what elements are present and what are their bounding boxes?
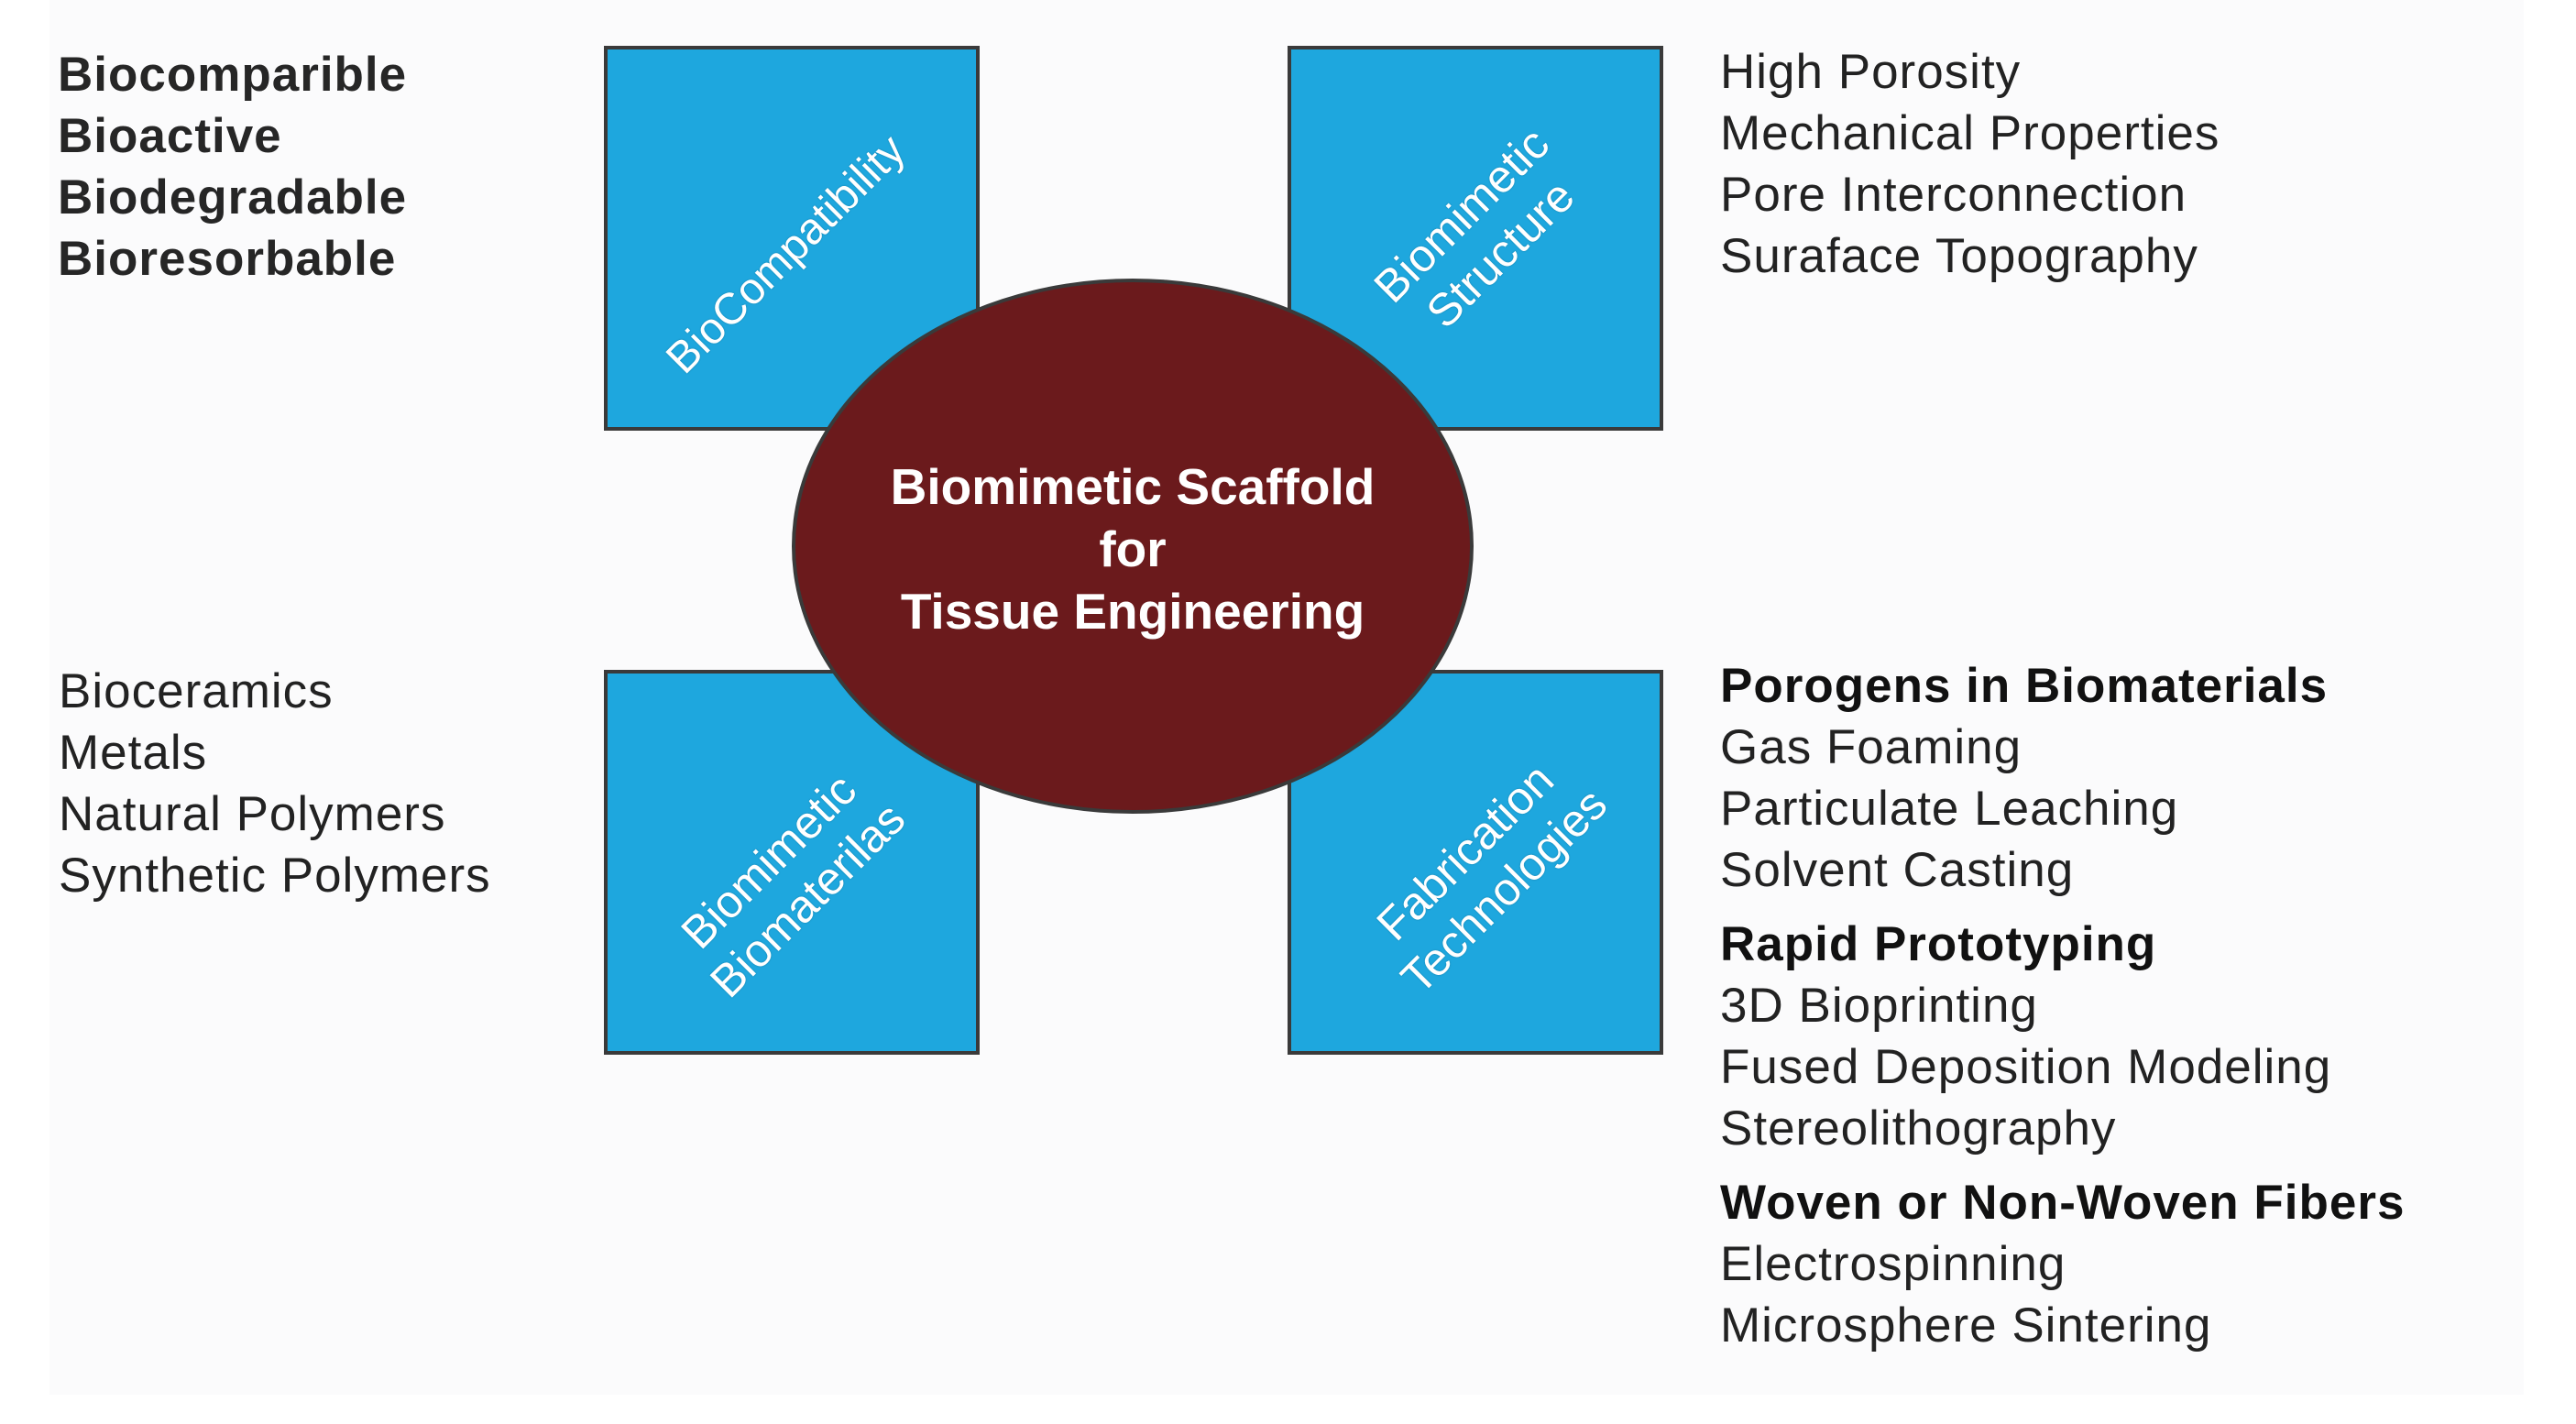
structure-box-label: Biomimetic Structure xyxy=(1363,116,1599,353)
rapid-prototyping-heading: Rapid Prototyping xyxy=(1720,917,2157,971)
list-spacer xyxy=(1720,1159,2405,1172)
fabrication-item: Fused Deposition Modeling xyxy=(1720,1040,2332,1094)
box-label-line: BioCompatibility xyxy=(657,126,915,384)
fabrication-list: Porogens in Biomaterials Gas Foaming Par… xyxy=(1720,655,2405,1356)
structure-item: High Porosity xyxy=(1720,45,2022,99)
structure-item: Pore Interconnection xyxy=(1720,168,2187,222)
fabrication-item: Microsphere Sintering xyxy=(1720,1298,2212,1353)
structure-list: High Porosity Mechanical Properties Pore… xyxy=(1720,41,2220,287)
biocompatibility-box-label: BioCompatibility xyxy=(655,124,917,386)
materials-item: Synthetic Polymers xyxy=(59,849,491,903)
fibers-heading: Woven or Non-Woven Fibers xyxy=(1720,1176,2406,1230)
center-title: Biomimetic Scaffold for Tissue Engineeri… xyxy=(891,455,1376,642)
center-title-line: for xyxy=(1099,520,1167,577)
porogens-heading: Porogens in Biomaterials xyxy=(1720,659,2329,713)
biocompatibility-item: Biodegradable xyxy=(58,170,408,225)
fabrication-item: Electrospinning xyxy=(1720,1237,2066,1291)
materials-box-label: Biomimetic Biomaterilas xyxy=(660,752,915,1008)
center-ellipse: Biomimetic Scaffold for Tissue Engineeri… xyxy=(792,279,1474,814)
fabrication-item: Stereolithography xyxy=(1720,1101,2117,1156)
materials-item: Natural Polymers xyxy=(59,787,446,841)
fabrication-box-label: Fabrication Technologies xyxy=(1351,738,1617,1004)
fabrication-item: 3D Bioprinting xyxy=(1720,979,2038,1033)
list-spacer xyxy=(1720,901,2405,914)
biocompatibility-list: Biocomparible Bioactive Biodegradable Bi… xyxy=(58,44,407,290)
structure-item: Suraface Topography xyxy=(1720,229,2198,283)
materials-list: Bioceramics Metals Natural Polymers Synt… xyxy=(59,661,491,906)
center-title-line: Tissue Engineering xyxy=(900,583,1365,640)
biocompatibility-item: Bioresorbable xyxy=(58,232,397,286)
structure-item: Mechanical Properties xyxy=(1720,106,2220,160)
fabrication-item: Solvent Casting xyxy=(1720,843,2075,897)
biocompatibility-item: Bioactive xyxy=(58,109,282,163)
biocompatibility-item: Biocomparible xyxy=(58,48,408,102)
materials-item: Bioceramics xyxy=(59,664,334,718)
fabrication-item: Gas Foaming xyxy=(1720,720,2022,774)
materials-item: Metals xyxy=(59,726,208,780)
center-title-line: Biomimetic Scaffold xyxy=(890,458,1376,515)
fabrication-item: Particulate Leaching xyxy=(1720,782,2179,836)
